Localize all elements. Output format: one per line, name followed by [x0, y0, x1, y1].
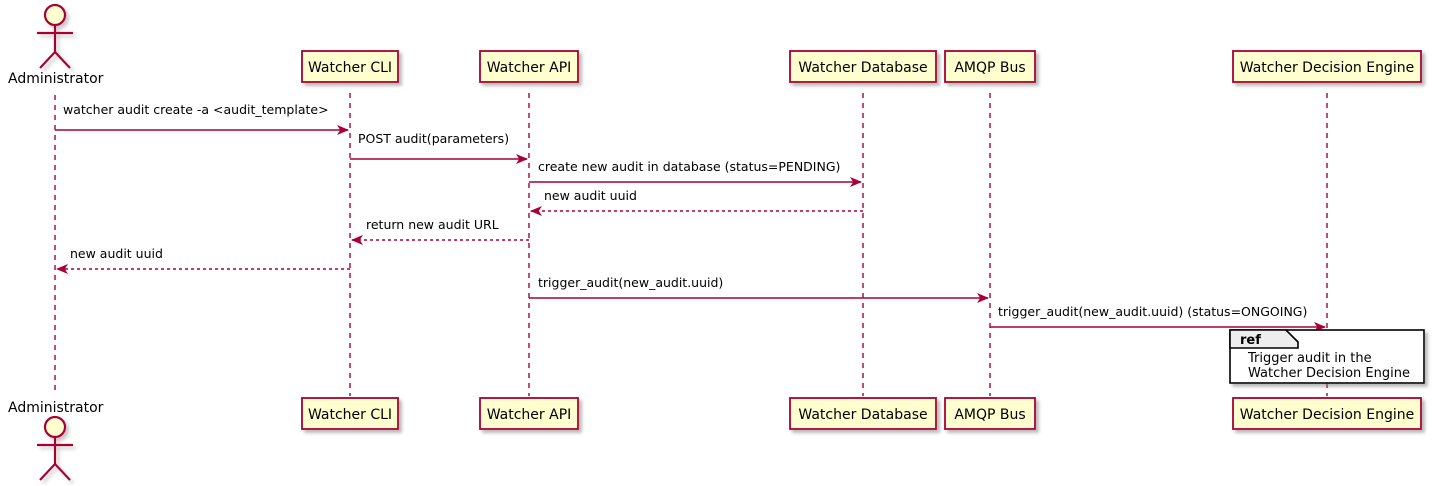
participant-label: AMQP Bus	[954, 60, 1025, 76]
message-label: trigger_audit(new_audit.uuid)	[538, 275, 723, 290]
participant-watcher-cli-top[interactable]: Watcher CLI	[301, 50, 399, 83]
actor-administrator-bottom[interactable]	[37, 415, 73, 481]
actor-leg-right-line	[54, 51, 71, 69]
participant-box	[1232, 397, 1422, 430]
participant-amqp-bus-bottom[interactable]: AMQP Bus	[944, 397, 1036, 430]
participant-watcher-database-bottom[interactable]: Watcher Database	[789, 397, 937, 430]
actor-leg-left-line	[39, 463, 56, 481]
participant-box	[944, 50, 1036, 83]
message-7-trigger-audit[interactable]: trigger_audit(new_audit.uuid)	[529, 275, 989, 303]
participant-watcher-decision-engine-top[interactable]: Watcher Decision Engine	[1232, 50, 1422, 83]
participant-label: Watcher Database	[798, 407, 927, 423]
participant-box	[301, 397, 399, 430]
message-label: create new audit in database (status=PEN…	[538, 159, 840, 174]
participant-box	[301, 50, 399, 83]
participant-label: AMQP Bus	[954, 407, 1025, 423]
participant-watcher-cli-bottom[interactable]: Watcher CLI	[301, 397, 399, 430]
actor-leg-right-line	[54, 463, 71, 481]
message-2-post-audit[interactable]: POST audit(parameters)	[350, 131, 528, 164]
actor-administrator-top[interactable]	[37, 3, 73, 69]
participant-label: Watcher Decision Engine	[1240, 60, 1414, 76]
message-5-return-new-audit-url[interactable]: return new audit URL	[351, 217, 529, 245]
participant-watcher-decision-engine-bottom[interactable]: Watcher Decision Engine	[1232, 397, 1422, 430]
ref-fragment-title: ref	[1240, 333, 1261, 348]
message-3-create-new-audit[interactable]: create new audit in database (status=PEN…	[529, 159, 862, 187]
actor-head-icon	[43, 3, 67, 27]
lifelines-group	[54, 93, 1328, 396]
message-label: return new audit URL	[366, 217, 499, 232]
ref-fragment-header-shape	[1229, 329, 1299, 349]
ref-fragment-body-line-2: Watcher Decision Engine	[1248, 366, 1410, 381]
actor-label-administrator-bottom: Administrator	[8, 400, 104, 416]
message-6-new-audit-uuid[interactable]: new audit uuid	[56, 246, 350, 274]
actor-head-icon	[43, 415, 67, 439]
message-4-new-audit-uuid[interactable]: new audit uuid	[530, 188, 863, 216]
participant-label: Watcher Database	[798, 60, 927, 76]
message-1-watcher-audit-create[interactable]: watcher audit create -a <audit_template>	[55, 102, 349, 135]
participant-watcher-database-top[interactable]: Watcher Database	[789, 50, 937, 83]
message-label: POST audit(parameters)	[358, 131, 509, 146]
participant-label: Watcher CLI	[308, 60, 392, 76]
participant-watcher-api-bottom[interactable]: Watcher API	[479, 397, 579, 430]
participant-amqp-bus-top[interactable]: AMQP Bus	[944, 50, 1036, 83]
participant-box	[944, 397, 1036, 430]
ref-fragment-body-line-1: Trigger audit in the	[1247, 351, 1372, 366]
participant-box	[789, 50, 937, 83]
participant-label: Watcher CLI	[308, 407, 392, 423]
participant-label: Watcher API	[487, 407, 572, 423]
message-label: trigger_audit(new_audit.uuid) (status=ON…	[998, 304, 1307, 319]
participant-box	[479, 397, 579, 430]
participant-watcher-api-top[interactable]: Watcher API	[479, 50, 579, 83]
participant-label: Watcher Decision Engine	[1240, 407, 1414, 423]
message-label: watcher audit create -a <audit_template>	[63, 102, 329, 117]
message-label: new audit uuid	[70, 246, 163, 261]
ref-fragment-trigger-audit[interactable]: ref Trigger audit in the Watcher Decisio…	[1229, 329, 1425, 384]
message-label: new audit uuid	[544, 188, 637, 203]
participant-box	[1232, 50, 1422, 83]
actor-label-administrator-top: Administrator	[8, 71, 104, 87]
participant-box	[479, 50, 579, 83]
actor-leg-left-line	[39, 51, 56, 69]
participant-label: Watcher API	[487, 60, 572, 76]
participant-box	[789, 397, 937, 430]
message-8-trigger-audit-ongoing[interactable]: trigger_audit(new_audit.uuid) (status=ON…	[990, 304, 1326, 332]
